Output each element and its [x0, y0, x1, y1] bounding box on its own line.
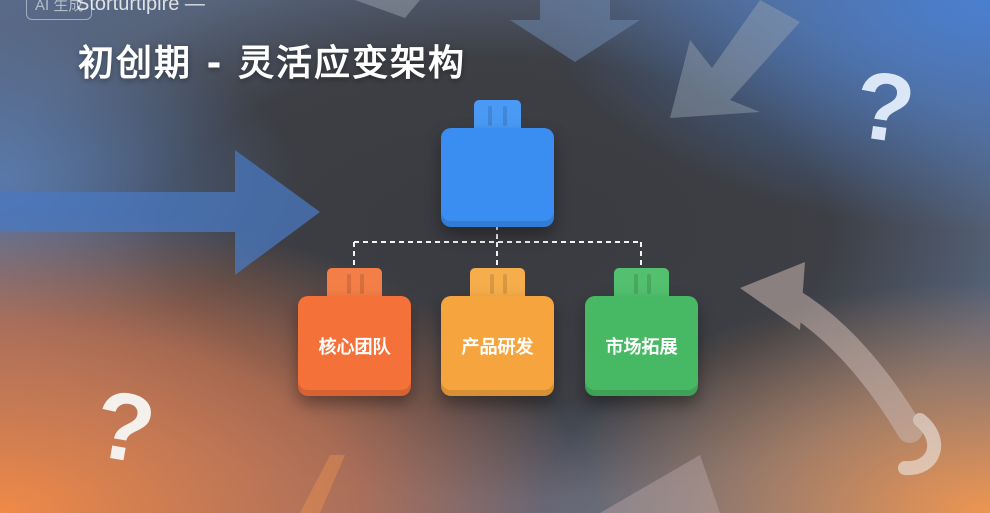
org-child-block-market-expansion: 市场拓展	[585, 268, 698, 396]
arrow-up-right-icon	[300, 455, 720, 513]
org-child-label: 核心团队	[298, 296, 411, 396]
org-child-block-core-team: 核心团队	[298, 268, 411, 396]
arrow-down-left-icon	[670, 0, 800, 118]
org-child-label: 产品研发	[441, 296, 554, 396]
arrow-right-icon	[0, 150, 320, 275]
arrow-down-left-icon	[355, 0, 420, 18]
arrow-down-icon	[510, 0, 640, 62]
org-top-body	[441, 128, 554, 227]
org-top-block	[441, 100, 554, 227]
ai-generated-badge: AI 生成	[26, 0, 93, 20]
org-child-label: 市场拓展	[585, 296, 698, 396]
arrow-curved-up-icon	[740, 262, 942, 476]
page-title: 初创期 - 灵活应变架构	[78, 43, 467, 84]
org-child-block-product-rd: 产品研发	[441, 268, 554, 396]
brand-text: Storturtipire —	[76, 0, 205, 15]
